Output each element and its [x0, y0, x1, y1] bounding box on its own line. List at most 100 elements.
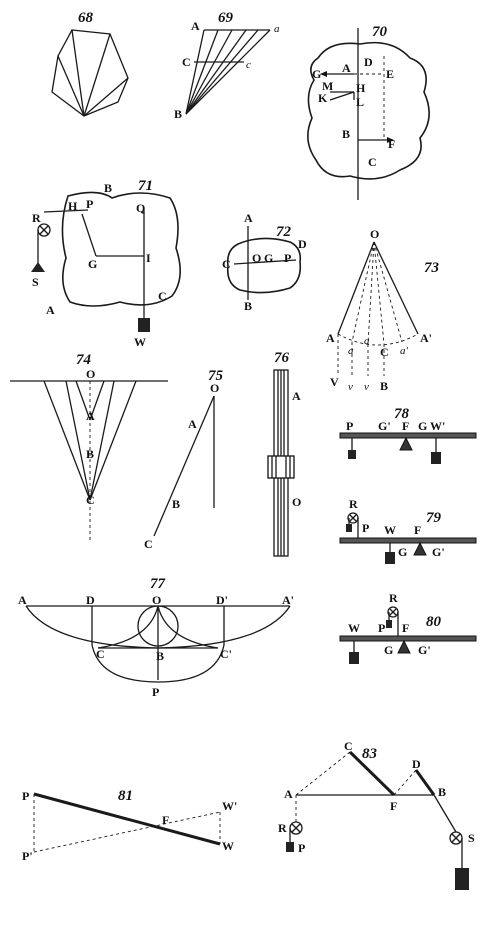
dashed-FD: [393, 769, 417, 796]
arm-CF: [348, 750, 396, 797]
label-A: A: [284, 787, 293, 801]
label-P: P: [86, 197, 93, 211]
inner-right: [89, 380, 115, 501]
line-CD: [233, 259, 297, 265]
label-B: B: [156, 649, 164, 663]
label-A: A: [244, 211, 253, 225]
ray-3: [185, 29, 247, 115]
outer-left: [43, 380, 91, 501]
label-P: P: [152, 685, 159, 699]
label-C: C: [182, 55, 191, 69]
figure-79: 79 R P W F G G': [339, 497, 477, 564]
weight-small: [386, 620, 392, 628]
label-B: B: [86, 447, 94, 461]
line-ab: [185, 29, 205, 115]
label-C2: C': [220, 647, 232, 661]
figure-number-69: 69: [218, 10, 234, 26]
label-C: C: [344, 739, 353, 753]
lever-bar: [339, 635, 477, 642]
arm-DB: [414, 769, 436, 796]
dashed-P2W2: [33, 811, 221, 853]
fulcrum-F: [399, 436, 413, 451]
label-B: B: [342, 127, 350, 141]
label-F: F: [388, 137, 395, 151]
pulley-cross-2: [349, 514, 357, 522]
label-P: P: [346, 419, 353, 433]
ray-4: [185, 29, 259, 115]
figure-75: 75 O A B C: [144, 368, 224, 551]
label-O: O: [292, 495, 301, 509]
label-K: K: [318, 91, 328, 105]
label-W2: W': [222, 799, 237, 813]
dashed-Oa1: [351, 241, 375, 343]
label-O: O: [86, 367, 95, 381]
weight-S: [455, 868, 469, 890]
short-left: [75, 380, 91, 421]
figure-number-77: 77: [150, 576, 166, 592]
arrowhead-G: [320, 71, 327, 77]
label-A: A: [46, 303, 55, 317]
label-P: P: [284, 251, 291, 265]
label-V: V: [330, 375, 339, 389]
label-L: L: [356, 95, 364, 109]
label-c: c: [246, 59, 251, 71]
dashed-Oa2: [367, 241, 375, 345]
label-a1: a: [348, 345, 354, 357]
diagonal-3: [83, 33, 111, 117]
label-G: G: [398, 545, 407, 559]
lever-bar: [339, 537, 477, 544]
label-A: A: [188, 417, 197, 431]
line-OA2: [373, 241, 419, 335]
label-R: R: [32, 211, 41, 225]
label-C: C: [144, 537, 153, 551]
weight-P: [286, 842, 294, 852]
label-G2: G: [418, 419, 427, 433]
cusp-left: [97, 605, 159, 649]
figure-69: 69 A a C c B: [174, 10, 280, 121]
label-D: D: [298, 237, 307, 251]
body-outline: [307, 41, 430, 180]
dashed-AC: [295, 751, 351, 796]
dashed-OC: [373, 241, 385, 345]
label-A: A: [86, 409, 95, 423]
figure-76: 76 A O: [267, 350, 301, 557]
line-ab-small: [185, 29, 271, 115]
weight-small: [346, 524, 352, 532]
weight-W: [431, 452, 441, 464]
label-F: F: [414, 523, 421, 537]
figure-number-80: 80: [426, 614, 442, 630]
line-PG: [81, 213, 97, 257]
label-D: D: [412, 757, 421, 771]
figure-number-81: 81: [118, 788, 133, 804]
label-H: H: [356, 81, 366, 95]
body-outline: [226, 237, 302, 294]
label-F: F: [162, 813, 169, 827]
label-G: G': [378, 419, 391, 433]
dashed-Oa3: [373, 241, 403, 343]
figure-number-71: 71: [138, 178, 153, 194]
label-G2: G': [432, 545, 445, 559]
label-S: S: [468, 831, 475, 845]
label-v2: v: [364, 381, 369, 393]
label-B: B: [172, 497, 180, 511]
figure-number-78: 78: [394, 406, 410, 422]
weight-S: [31, 262, 45, 272]
polygon-outline: [51, 29, 129, 117]
label-A: A: [326, 331, 335, 345]
lever-PW: [33, 792, 221, 846]
label-A: A: [292, 389, 301, 403]
label-D: D: [364, 55, 373, 69]
line-OA: [337, 241, 375, 335]
label-G: G: [264, 251, 273, 265]
label-R: R: [278, 821, 287, 835]
line-HK: [329, 91, 355, 101]
dashed-arc: [337, 333, 419, 346]
figure-70: 70 D G A E M H K L B F C: [307, 24, 430, 200]
pulley-S-cross-2: [451, 833, 461, 843]
label-a: a: [274, 23, 280, 35]
label-C: C: [368, 155, 377, 169]
figure-number-73: 73: [424, 260, 440, 276]
figure-72: 72 A D C O G P B: [222, 211, 307, 313]
label-O: O: [210, 381, 219, 395]
